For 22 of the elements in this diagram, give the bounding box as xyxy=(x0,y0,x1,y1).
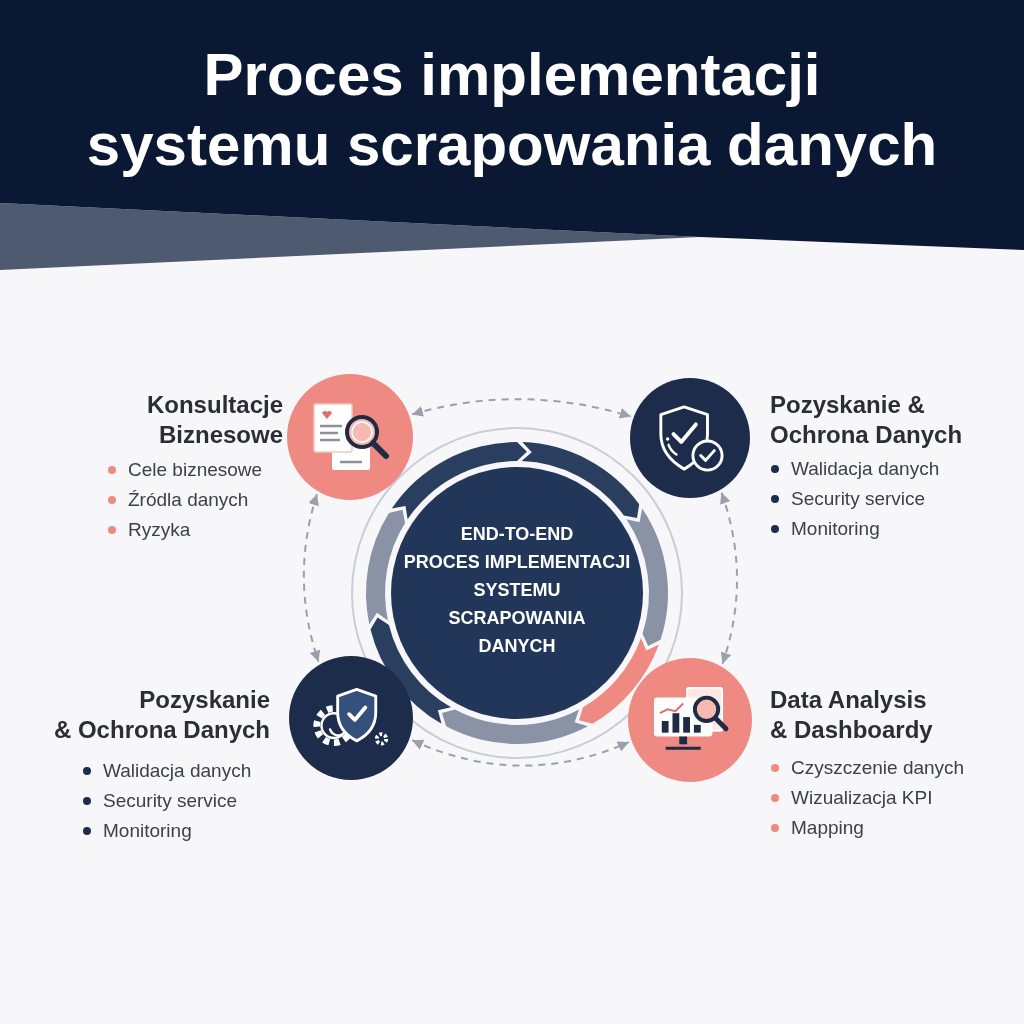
bullet-text: Monitoring xyxy=(103,819,192,843)
bullet-text: Security service xyxy=(791,487,926,511)
step-heading: Pozyskanie & Ochrona Danych xyxy=(770,390,964,450)
bullet-text: Wizualizacja KPI xyxy=(791,786,933,810)
bullet-text: Mapping xyxy=(791,816,864,840)
dashed-arrow xyxy=(411,398,632,419)
step-heading: Konsultacje Biznesowe xyxy=(145,390,283,450)
bullet-text: Źródla danych xyxy=(128,488,249,512)
dashed-arrow xyxy=(719,491,738,665)
bullet-text: Security service xyxy=(103,789,238,813)
bullet-text: Cele biznesowe xyxy=(128,458,263,482)
page-title: Proces implementacji systemu scrapowania danych xyxy=(85,40,939,180)
dashed-arrow xyxy=(411,739,630,767)
hub-title: END-TO-END PROCES IMPLEMENTACJI SYSTEMU SCRAPOWANIA DANYCH xyxy=(402,523,632,658)
bullet-text: Walidacja danych xyxy=(791,457,940,481)
bullet-text: Monitoring xyxy=(791,517,880,541)
bullet-text: Czyszczenie danych xyxy=(791,756,965,780)
step-heading: Data Analysis & Dashboardy xyxy=(770,685,934,745)
dashed-arrow xyxy=(302,493,321,663)
bullet-text: Ryzyka xyxy=(128,518,191,542)
step-heading: Pozyskanie & Ochrona Danych xyxy=(52,685,270,745)
bullet-text: Walidacja danych xyxy=(103,759,252,783)
